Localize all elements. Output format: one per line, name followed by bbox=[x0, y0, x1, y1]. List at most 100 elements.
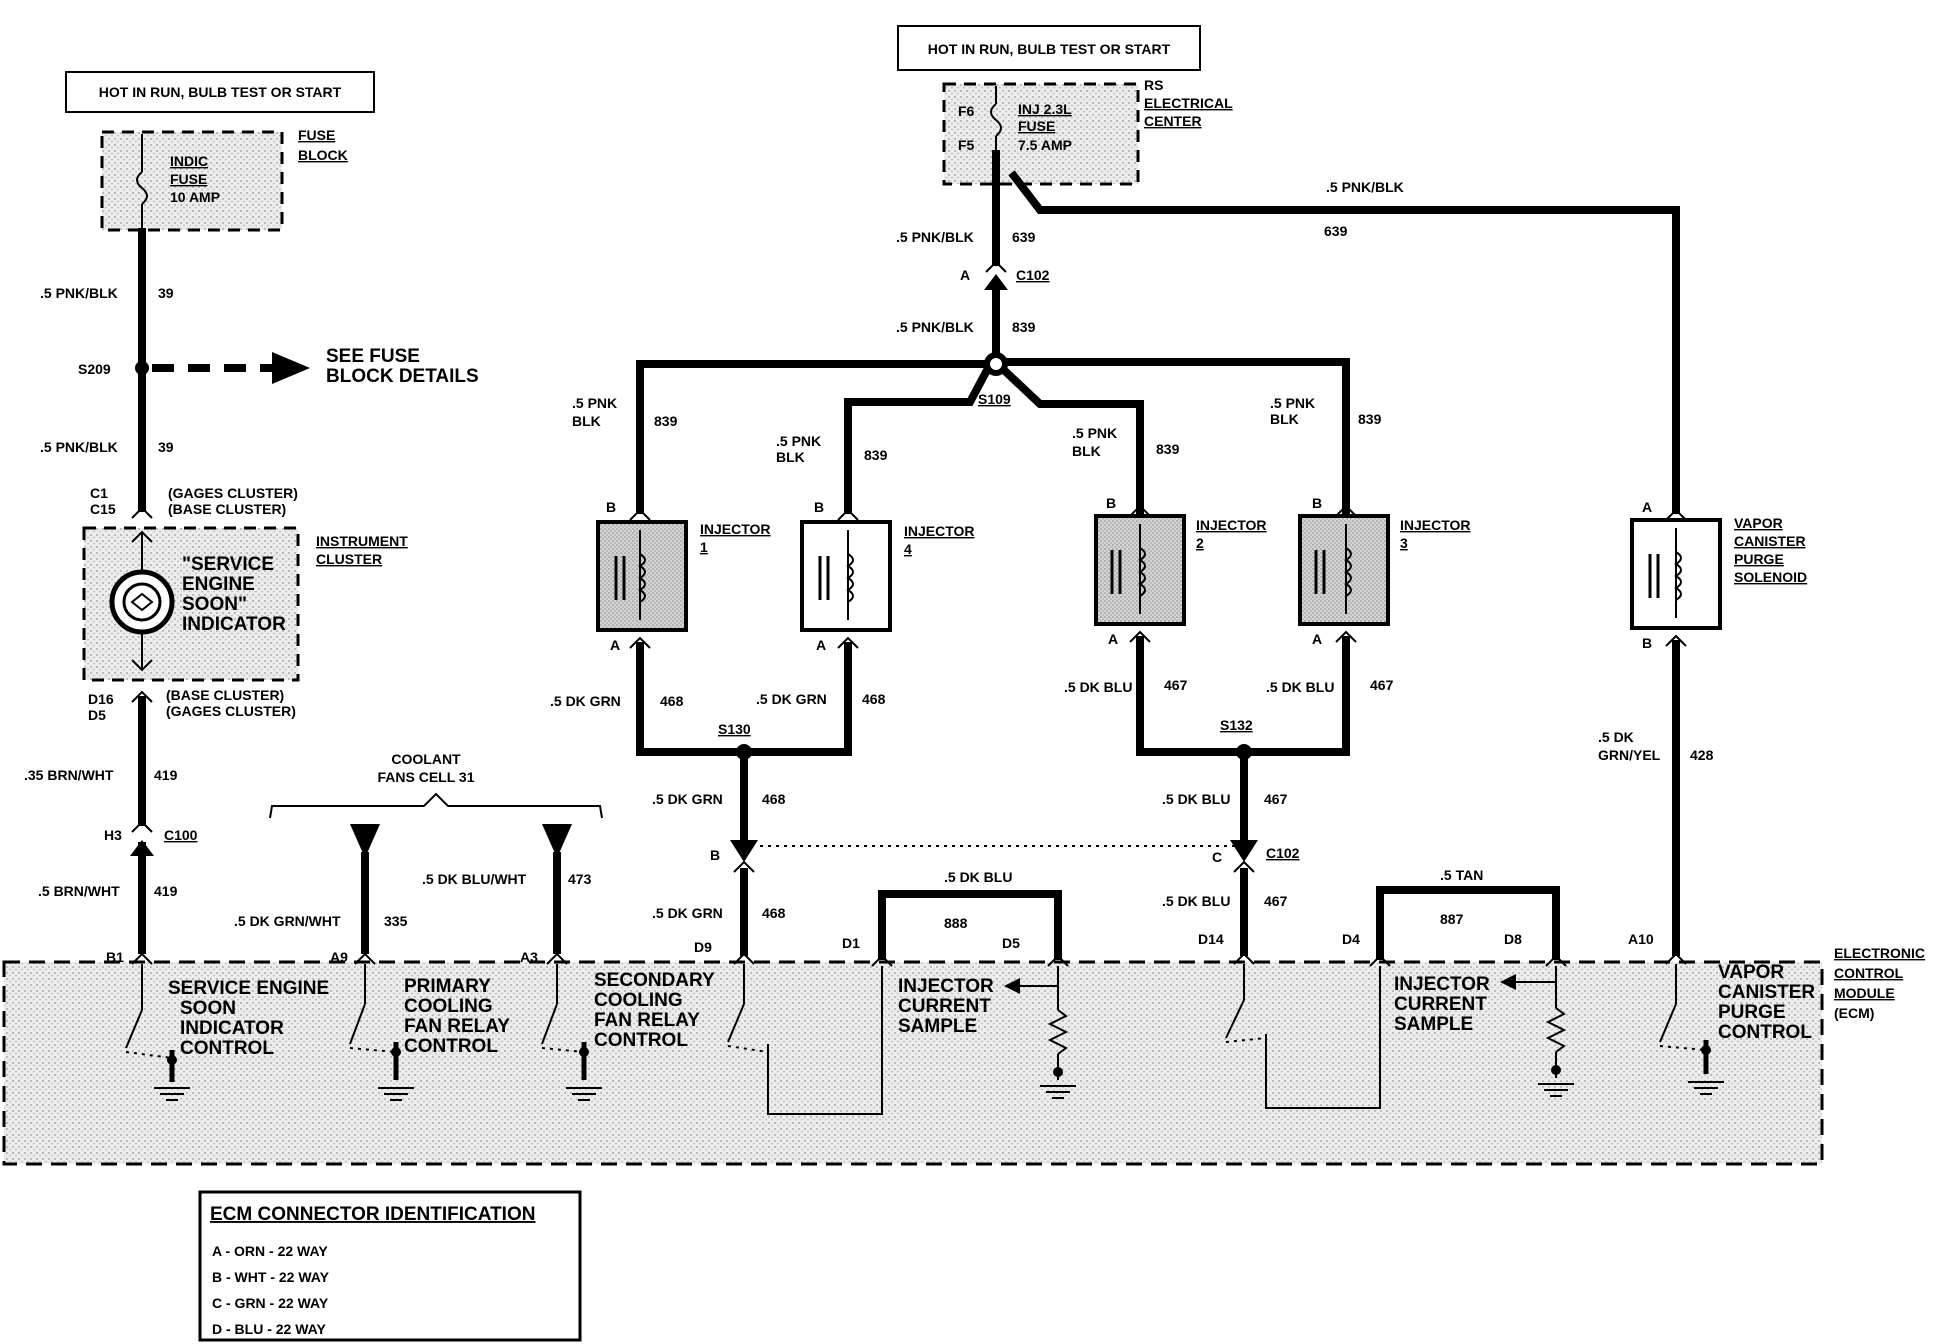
svg-text:839: 839 bbox=[864, 447, 888, 463]
svg-text:SERVICE ENGINE: SERVICE ENGINE bbox=[168, 978, 329, 999]
svg-text:PURGE: PURGE bbox=[1734, 551, 1784, 567]
svg-text:COOLING: COOLING bbox=[404, 996, 493, 1017]
svg-text:467: 467 bbox=[1264, 893, 1288, 909]
svg-text:INJECTOR: INJECTOR bbox=[1400, 517, 1471, 533]
svg-text:BLK: BLK bbox=[1270, 411, 1299, 427]
svg-text:D16: D16 bbox=[88, 691, 114, 707]
svg-text:468: 468 bbox=[660, 693, 684, 709]
svg-text:.5 PNK/BLK: .5 PNK/BLK bbox=[896, 319, 974, 335]
sample-loop-1: .5 DK BLU 888 bbox=[878, 869, 1062, 960]
svg-text:419: 419 bbox=[154, 767, 178, 783]
ecm-switches bbox=[125, 964, 1724, 1115]
svg-text:468: 468 bbox=[762, 905, 786, 921]
svg-text:FANS CELL 31: FANS CELL 31 bbox=[378, 769, 475, 785]
svg-text:BLOCK DETAILS: BLOCK DETAILS bbox=[326, 366, 479, 387]
svg-text:.5 PNK: .5 PNK bbox=[776, 433, 821, 449]
svg-text:.5 DK BLU: .5 DK BLU bbox=[1162, 893, 1230, 909]
svg-text:SAMPLE: SAMPLE bbox=[1394, 1014, 1473, 1035]
svg-text:.5 PNK: .5 PNK bbox=[1270, 395, 1315, 411]
injector-return-wires: .5 DK GRN 468 .5 DK GRN 468 S130 .5 DK G… bbox=[550, 636, 1394, 956]
svg-text:467: 467 bbox=[1164, 677, 1188, 693]
svg-text:(BASE CLUSTER): (BASE CLUSTER) bbox=[166, 687, 284, 703]
svg-text:467: 467 bbox=[1264, 791, 1288, 807]
svg-text:428: 428 bbox=[1690, 747, 1714, 763]
svg-text:D1: D1 bbox=[842, 935, 860, 951]
svg-text:468: 468 bbox=[762, 791, 786, 807]
svg-text:.5 PNK/BLK: .5 PNK/BLK bbox=[40, 439, 118, 455]
vapor-solenoid: A VAPOR CANISTER PURGE SOLENOID B .5 DK … bbox=[1598, 499, 1807, 956]
svg-text:INJECTOR: INJECTOR bbox=[904, 523, 975, 539]
svg-text:.5 DK BLU: .5 DK BLU bbox=[1266, 679, 1334, 695]
electrical-center: F6 F5 INJ 2.3L FUSE 7.5 AMP RS ELECTRICA… bbox=[942, 77, 1233, 186]
fuse-block: INDIC FUSE 10 AMP FUSE BLOCK bbox=[100, 127, 348, 232]
svg-text:B: B bbox=[1642, 635, 1652, 651]
svg-text:B: B bbox=[606, 499, 616, 515]
injector-feed-wires: .5 PNK/BLK 639 .5 PNK/BLK 639 A C102 .5 … bbox=[636, 150, 1680, 514]
svg-text:FAN RELAY: FAN RELAY bbox=[404, 1016, 510, 1037]
svg-text:A: A bbox=[960, 267, 970, 283]
svg-text:PRIMARY: PRIMARY bbox=[404, 976, 491, 997]
svg-text:GRN/YEL: GRN/YEL bbox=[1598, 747, 1661, 763]
svg-text:SAMPLE: SAMPLE bbox=[898, 1016, 977, 1037]
svg-text:39: 39 bbox=[158, 439, 174, 455]
svg-text:467: 467 bbox=[1370, 677, 1394, 693]
svg-text:COOLING: COOLING bbox=[594, 990, 683, 1011]
ecm-pins: D9 D1 D5 D14 D4 D8 A10 bbox=[694, 931, 1687, 967]
svg-text:468: 468 bbox=[862, 691, 886, 707]
svg-text:BLOCK: BLOCK bbox=[298, 147, 348, 163]
svg-text:CONTROL: CONTROL bbox=[1834, 965, 1904, 981]
svg-text:639: 639 bbox=[1012, 229, 1036, 245]
svg-text:10 AMP: 10 AMP bbox=[170, 189, 220, 205]
svg-text:BLK: BLK bbox=[572, 413, 601, 429]
svg-text:INJECTOR: INJECTOR bbox=[700, 521, 771, 537]
svg-text:.5 DK GRN: .5 DK GRN bbox=[652, 791, 723, 807]
svg-text:.5 PNK: .5 PNK bbox=[572, 395, 617, 411]
svg-text:473: 473 bbox=[568, 871, 592, 887]
svg-text:(ECM): (ECM) bbox=[1834, 1005, 1874, 1021]
svg-text:D14: D14 bbox=[1198, 931, 1224, 947]
svg-text:7.5 AMP: 7.5 AMP bbox=[1018, 137, 1072, 153]
svg-text:.5 DK GRN: .5 DK GRN bbox=[756, 691, 827, 707]
svg-text:B: B bbox=[1312, 495, 1322, 511]
svg-text:.5 DK BLU: .5 DK BLU bbox=[1064, 679, 1132, 695]
svg-text:A: A bbox=[1108, 631, 1118, 647]
injector-3: .5 PNK BLK 839 B INJECTOR 3 A bbox=[1270, 395, 1471, 647]
svg-text:(GAGES CLUSTER): (GAGES CLUSTER) bbox=[166, 703, 296, 719]
svg-text:.5 DK BLU: .5 DK BLU bbox=[1162, 791, 1230, 807]
svg-text:D4: D4 bbox=[1342, 931, 1360, 947]
svg-text:3: 3 bbox=[1400, 535, 1408, 551]
svg-text:ECM CONNECTOR IDENTIFICATION: ECM CONNECTOR IDENTIFICATION bbox=[210, 1204, 535, 1225]
svg-text:B: B bbox=[710, 847, 720, 863]
svg-text:INSTRUMENT: INSTRUMENT bbox=[316, 533, 408, 549]
svg-text:CONTROL: CONTROL bbox=[180, 1038, 274, 1059]
svg-text:F6: F6 bbox=[958, 103, 975, 119]
svg-text:CURRENT: CURRENT bbox=[898, 996, 991, 1017]
svg-text:839: 839 bbox=[1012, 319, 1036, 335]
svg-text:D - BLU - 22 WAY: D - BLU - 22 WAY bbox=[212, 1321, 326, 1337]
svg-text:.5 PNK/BLK: .5 PNK/BLK bbox=[896, 229, 974, 245]
svg-text:888: 888 bbox=[944, 915, 968, 931]
svg-text:A9: A9 bbox=[330, 949, 348, 965]
svg-text:ELECTRONIC: ELECTRONIC bbox=[1834, 945, 1925, 961]
svg-text:CANISTER: CANISTER bbox=[1718, 982, 1815, 1003]
svg-text:A: A bbox=[1642, 499, 1652, 515]
svg-text:D9: D9 bbox=[694, 939, 712, 955]
svg-text:(BASE CLUSTER): (BASE CLUSTER) bbox=[168, 501, 286, 517]
svg-text:2: 2 bbox=[1196, 535, 1204, 551]
svg-text:SOLENOID: SOLENOID bbox=[1734, 569, 1807, 585]
svg-text:FUSE: FUSE bbox=[298, 127, 335, 143]
svg-text:HOT IN RUN, BULB TEST OR START: HOT IN RUN, BULB TEST OR START bbox=[928, 41, 1171, 57]
svg-text:F5: F5 bbox=[958, 137, 975, 153]
svg-text:B: B bbox=[814, 499, 824, 515]
svg-text:.5 PNK/BLK: .5 PNK/BLK bbox=[40, 285, 118, 301]
instrument-cluster: "SERVICE ENGINE SOON" INDICATOR INSTRUME… bbox=[82, 526, 408, 682]
svg-text:B1: B1 bbox=[106, 949, 124, 965]
svg-text:B - WHT - 22 WAY: B - WHT - 22 WAY bbox=[212, 1269, 330, 1285]
svg-text:C: C bbox=[1212, 849, 1222, 865]
svg-text:B: B bbox=[1106, 495, 1116, 511]
coolant-fans: COOLANT FANS CELL 31 .5 DK GRN/WHT 335 A… bbox=[234, 751, 603, 965]
svg-text:H3: H3 bbox=[104, 827, 122, 843]
svg-text:COOLANT: COOLANT bbox=[391, 751, 461, 767]
svg-text:C102: C102 bbox=[1016, 267, 1050, 283]
